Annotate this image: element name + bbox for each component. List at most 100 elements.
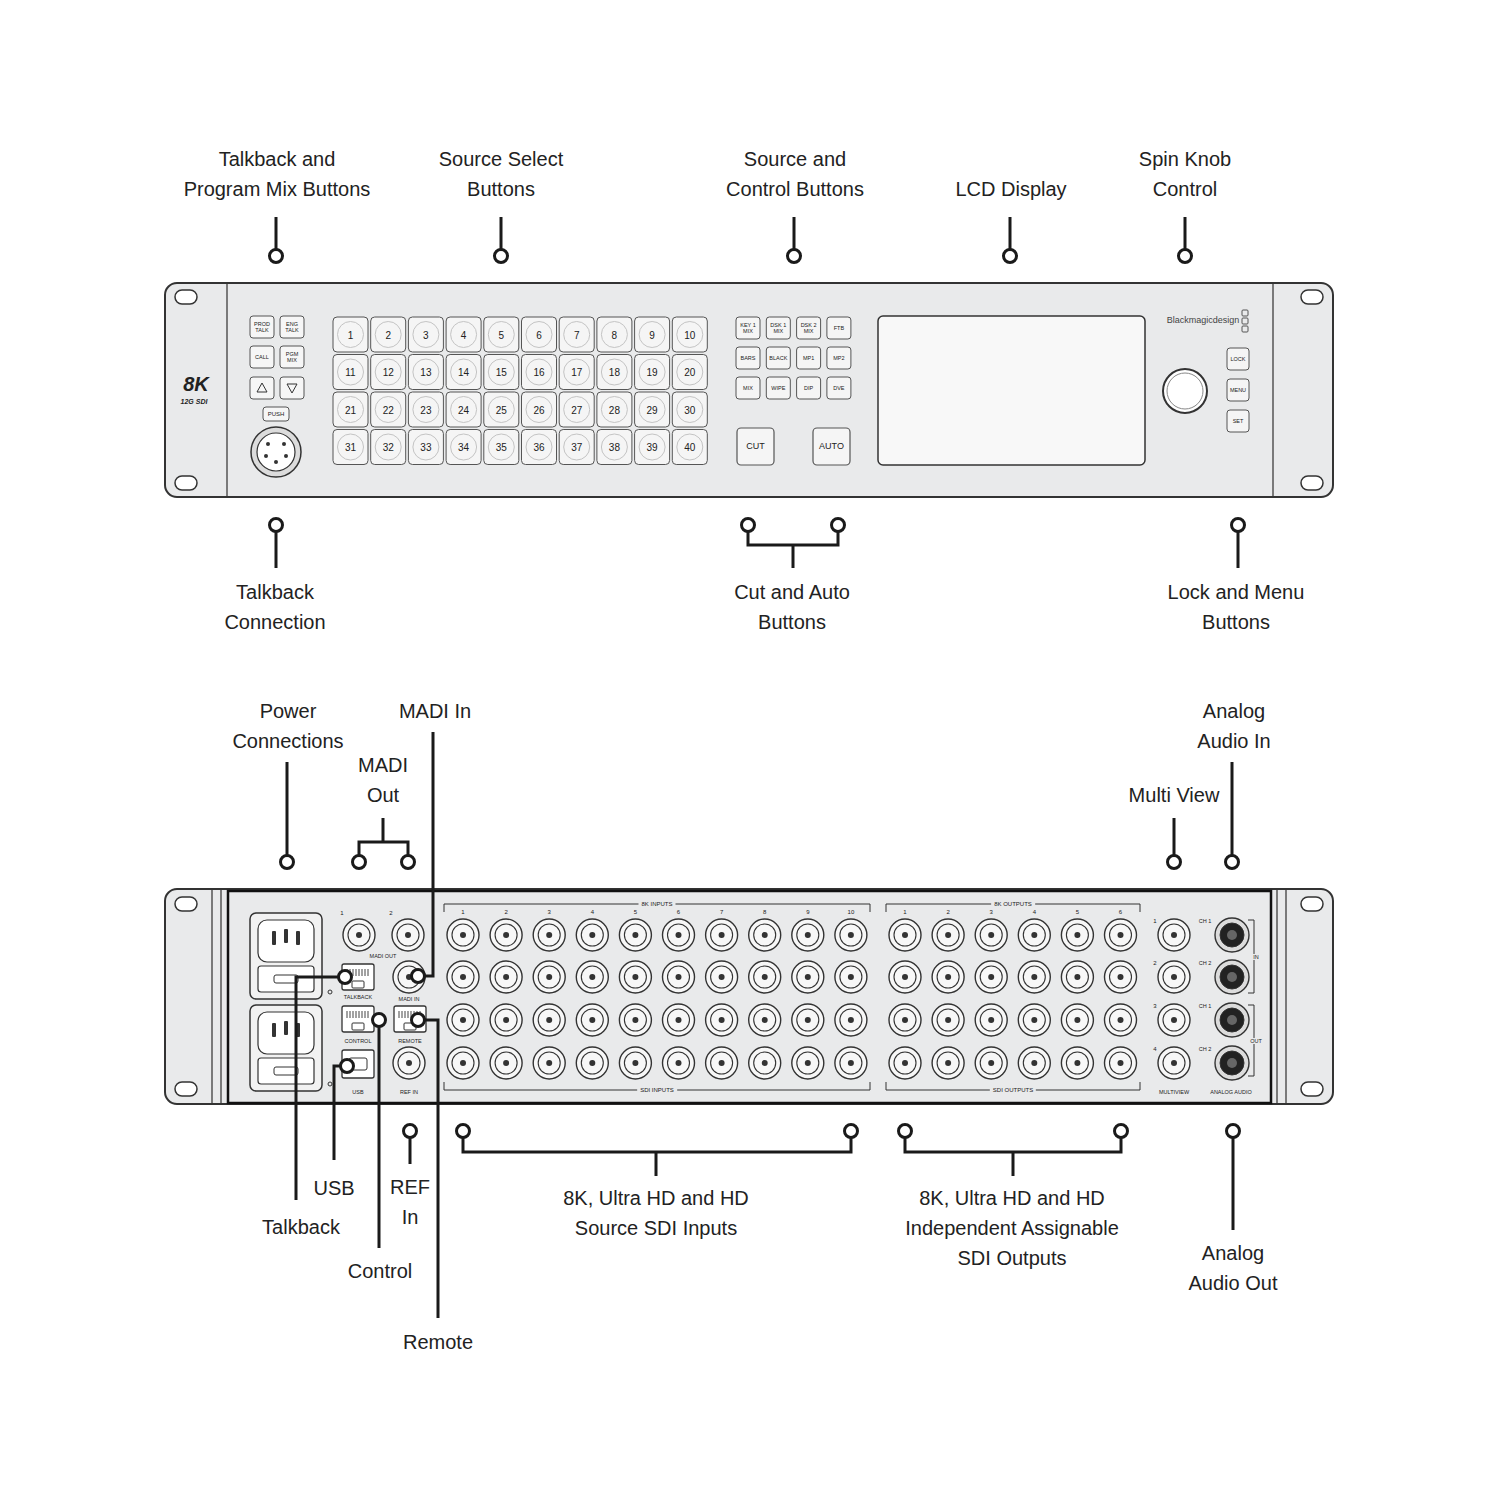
connector-label: 4 [591, 909, 594, 916]
source-button-number: 35 [496, 442, 507, 453]
leader-dot [353, 856, 366, 869]
front-panel [165, 283, 1333, 497]
bnc-ring [624, 1009, 646, 1031]
rj45-contact [356, 1011, 357, 1018]
talkback-button [280, 377, 304, 399]
bnc-ring [711, 1052, 733, 1074]
leader-line [276, 532, 1238, 568]
logo-square [1242, 318, 1248, 324]
leader-dot [270, 250, 283, 263]
connector-label: 3 [548, 909, 551, 916]
button-ring [451, 434, 477, 460]
connector-label: CH 1 [1199, 918, 1212, 924]
leader-dot [1004, 250, 1017, 263]
button-ring [413, 397, 439, 423]
source-button [559, 317, 594, 352]
rj45-contact [356, 969, 357, 976]
bnc-connector [749, 961, 781, 993]
connector-label: SDI INPUTS [637, 1087, 677, 1094]
rack-slot [1301, 476, 1323, 490]
button-label: ENG TALK [281, 321, 303, 333]
bnc-pin [676, 932, 682, 938]
bnc-ring [1110, 1052, 1132, 1074]
bnc-connector [975, 961, 1007, 993]
bnc-pin [719, 974, 725, 980]
bnc-ring [1163, 966, 1185, 988]
button-ring [526, 397, 552, 423]
cut-button [737, 428, 774, 465]
bnc-connector [533, 919, 565, 951]
bnc-ring [937, 924, 959, 946]
iec-pin [272, 931, 276, 945]
bnc-connector [889, 961, 921, 993]
bnc-ring [495, 966, 517, 988]
leader-dot [457, 1125, 470, 1138]
callout-label: Source Select Buttons [426, 144, 576, 204]
button-ring [488, 397, 514, 423]
button-label: BARS [737, 355, 759, 361]
bnc-ring [711, 924, 733, 946]
button-ring [677, 397, 703, 423]
control-button [766, 347, 790, 369]
bnc-connector [533, 1047, 565, 1079]
leader-dot [1232, 519, 1245, 532]
bnc-connector [393, 961, 425, 993]
bnc-pin [945, 1060, 951, 1066]
button-label: AUTO [819, 442, 844, 452]
bnc-ring [937, 1009, 959, 1031]
bnc-connector [975, 1047, 1007, 1079]
bnc-pin [589, 974, 595, 980]
source-button-number: 4 [461, 329, 467, 340]
bnc-connector [932, 919, 964, 951]
control-button [736, 317, 760, 339]
control-button [797, 317, 821, 339]
connector-label: 4 [1033, 909, 1036, 916]
source-button [635, 317, 670, 352]
connector-label: 2 [946, 909, 949, 916]
bnc-connector [619, 961, 651, 993]
source-button-number: 3 [423, 329, 429, 340]
bnc-pin [902, 974, 908, 980]
leader-dot [1226, 856, 1239, 869]
source-button [408, 430, 443, 465]
source-button [672, 317, 707, 352]
source-button [484, 355, 519, 390]
callout-label: MADI In [399, 696, 471, 726]
bnc-ring [840, 1009, 862, 1031]
button-label: PUSH [268, 411, 285, 418]
source-button [408, 317, 443, 352]
button-label: WIPE [767, 385, 789, 391]
brand-logo: Blackmagicdesign [1167, 316, 1240, 326]
source-button [672, 430, 707, 465]
bnc-connector [749, 919, 781, 951]
bnc-pin [676, 974, 682, 980]
source-button-number: 10 [684, 329, 695, 340]
source-button-number: 27 [571, 404, 582, 415]
connector-label: 8K INPUTS [638, 901, 675, 908]
callout-label: LCD Display [955, 174, 1066, 204]
source-button-number: 16 [533, 367, 544, 378]
button-label: DVE [828, 385, 850, 391]
control-button [827, 347, 851, 369]
bnc-connector [1018, 1047, 1050, 1079]
connector-label: 3 [1153, 1003, 1156, 1010]
source-button-number: 32 [383, 442, 394, 453]
bnc-connector [490, 1004, 522, 1036]
rack-slot [175, 476, 197, 490]
bnc-ring [397, 924, 419, 946]
connector-label: 5 [634, 909, 637, 916]
leader-dot [845, 1125, 858, 1138]
bnc-connector [889, 1047, 921, 1079]
rj45-contact [350, 1011, 351, 1018]
rack-slot [1301, 290, 1323, 304]
bnc-connector [706, 1004, 738, 1036]
bnc-pin [1031, 974, 1037, 980]
bnc-ring [840, 1052, 862, 1074]
connector-label: 8 [763, 909, 766, 916]
button-ring [526, 322, 552, 348]
up-arrow [257, 383, 267, 392]
bnc-pin [503, 1017, 509, 1023]
bnc-connector [835, 1004, 867, 1036]
bnc-ring [668, 1009, 690, 1031]
